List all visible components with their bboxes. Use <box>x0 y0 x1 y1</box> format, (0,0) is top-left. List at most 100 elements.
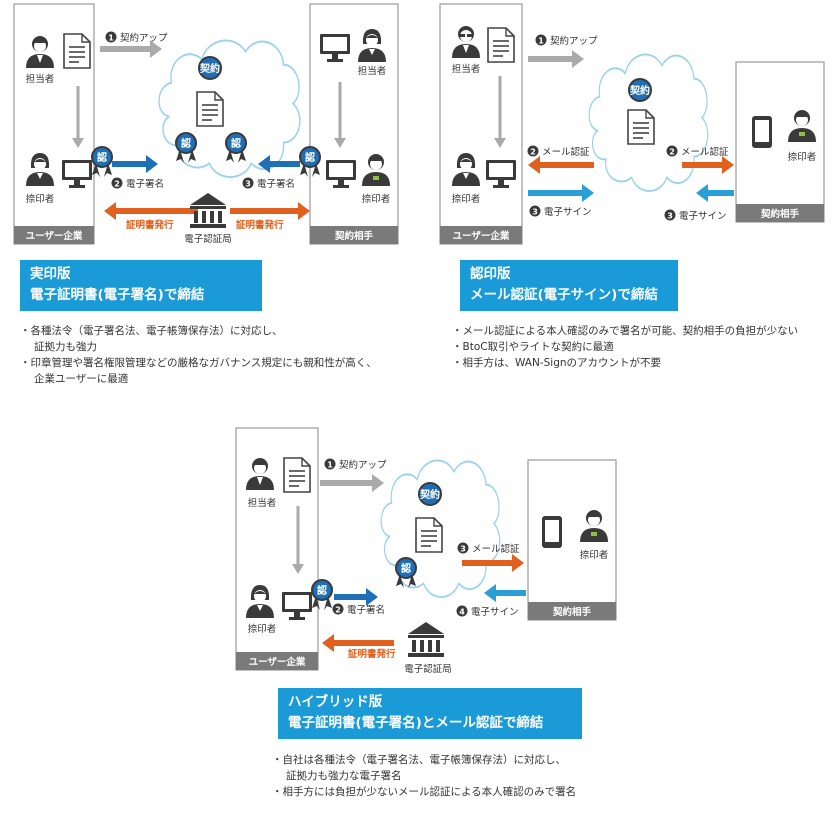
cert-right-label: 証明書発行 <box>236 219 284 231</box>
seal-badge-text: 認 <box>401 562 411 575</box>
seal-badge-left-text: 認 <box>181 137 191 150</box>
step4-label: 電子サイン <box>471 607 519 618</box>
banner-jitsuin-subtitle: 電子証明書(電子署名)で締結 <box>30 287 205 303</box>
natsuin-label: 捺印者 <box>452 193 481 205</box>
step3-num: 3 <box>245 180 251 189</box>
ca-label: 電子認証局 <box>184 233 232 245</box>
email-arrow-right <box>722 156 734 174</box>
step1-arrow <box>372 474 384 492</box>
bullet-item: 印章管理や署名権限管理などの厳格なガバナンス規定にも親和性が高く、 企業ユーザー… <box>20 355 420 387</box>
panel-ninin: ユーザー企業 契約相手 担当者 捺印者 捺印者 契約 1 契約アップ 2 メール… <box>439 3 825 245</box>
ca-label: 電子認証局 <box>404 663 452 675</box>
step3-label: メール認証 <box>472 543 520 555</box>
step2-arrow <box>366 588 378 606</box>
step1-num: 1 <box>327 461 333 470</box>
cert-left-label: 証明書発行 <box>126 219 174 231</box>
step2-left-label: メール認証 <box>542 146 590 158</box>
step2-label: 電子署名 <box>126 178 164 190</box>
banner-jitsuin-title: 実印版 <box>30 266 71 282</box>
step2-label: 電子署名 <box>347 604 385 616</box>
document-icon <box>487 27 515 63</box>
email-arrow <box>512 554 524 572</box>
step3-right-num: 3 <box>667 212 673 221</box>
banner-hybrid-subtitle: 電子証明書(電子署名)とメール認証で締結 <box>288 715 544 731</box>
document-icon <box>283 457 311 493</box>
step1-num: 1 <box>108 34 114 43</box>
arrow-down <box>494 138 506 148</box>
bullet-item: 自社は各種法令（電子署名法、電子帳簿保存法）に対応し、 証拠力も強力な電子署名 <box>272 752 692 784</box>
cloud-document-icon <box>196 91 224 127</box>
natsuin-label: 捺印者 <box>248 623 277 635</box>
step2-right-label: メール認証 <box>681 146 729 158</box>
step2-right-num: 2 <box>669 148 675 157</box>
seal-badge-step2-text: 認 <box>317 584 327 597</box>
step3-num: 3 <box>460 545 466 554</box>
step1-arrow <box>150 40 162 58</box>
step1-label: 契約アップ <box>339 459 387 471</box>
cert-label: 証明書発行 <box>348 648 396 660</box>
bullet-item: 相手方は、WAN-Signのアカウントが不要 <box>452 355 836 371</box>
step4-num: 4 <box>459 608 465 617</box>
natsuin-label: 捺印者 <box>26 193 55 205</box>
tantou-label: 担当者 <box>452 63 481 75</box>
step1-label: 契約アップ <box>120 32 168 44</box>
step2-left-num: 2 <box>530 148 536 157</box>
bullets-ninin: メール認証による本人確認のみで署名が可能、契約相手の負担が少ない BtoC取引や… <box>452 323 836 371</box>
step2-num: 2 <box>114 180 120 189</box>
smartphone-icon <box>752 116 772 148</box>
natsuin-right-label: 捺印者 <box>580 549 609 561</box>
document-icon <box>63 33 91 69</box>
smartphone-icon <box>542 516 562 548</box>
step3-left-label: 電子サイン <box>544 207 592 218</box>
bullet-item: 各種法令（電子署名法、電子帳簿保存法）に対応し、 証拠力も強力 <box>20 323 420 355</box>
panel-hybrid: ユーザー企業 契約相手 担当者 捺印者 捺印者 契約 認 1 契約アップ 認 2… <box>235 427 617 675</box>
step3-left-num: 3 <box>532 208 538 217</box>
seal-badge-step3-text: 認 <box>305 151 315 164</box>
seal-badge-step2-text: 認 <box>97 151 107 164</box>
tantou-right-label: 担当者 <box>358 65 387 77</box>
natsuin-right-label: 捺印者 <box>362 193 391 205</box>
contract-party-label: 契約相手 <box>552 606 592 618</box>
arrow-down <box>292 564 304 574</box>
step1-arrow <box>572 50 584 68</box>
contract-badge: 契約 <box>630 84 650 97</box>
user-company-label: ユーザー企業 <box>249 656 306 668</box>
tantou-label: 担当者 <box>26 73 55 85</box>
step2-arrow <box>146 155 158 173</box>
step1-num: 1 <box>538 37 544 46</box>
step3-arrow <box>258 155 270 173</box>
banner-hybrid: ハイブリッド版 電子証明書(電子署名)とメール認証で締結 <box>278 688 582 739</box>
contract-party-box <box>735 61 825 223</box>
bullet-item: メール認証による本人確認のみで署名が可能、契約相手の負担が少ない <box>452 323 836 339</box>
email-arrow-left <box>528 156 540 174</box>
natsuin-right-label: 捺印者 <box>788 151 817 163</box>
step2-num: 2 <box>335 606 341 615</box>
banner-ninin-title: 認印版 <box>470 266 511 282</box>
bank-icon <box>408 622 444 657</box>
user-company-label: ユーザー企業 <box>26 230 83 242</box>
banner-ninin: 認印版 メール認証(電子サイン)で締結 <box>460 260 678 311</box>
bullet-item: 相手方には負担が少ないメール認証による本人確認のみで署名 <box>272 784 692 800</box>
bullet-item: BtoC取引やライトな契約に最適 <box>452 339 836 355</box>
esign-arrow <box>484 584 496 602</box>
step1-label: 契約アップ <box>550 35 598 47</box>
contract-party-label: 契約相手 <box>334 230 374 242</box>
panel-jitsuin: ユーザー企業 契約相手 担当者 捺印者 担当者 捺印者 契約 認 認 1 契約ア… <box>13 3 399 245</box>
banner-jitsuin: 実印版 電子証明書(電子署名)で締結 <box>20 260 262 311</box>
bullets-hybrid: 自社は各種法令（電子署名法、電子帳簿保存法）に対応し、 証拠力も強力な電子署名 … <box>272 752 692 800</box>
cloud-document-icon <box>415 517 443 553</box>
contract-party-label: 契約相手 <box>760 208 800 220</box>
step3-label: 電子署名 <box>257 178 295 190</box>
cloud-document-icon <box>627 109 655 145</box>
user-company-label: ユーザー企業 <box>453 230 510 242</box>
contract-badge: 契約 <box>420 488 440 501</box>
cert-arrow-right <box>298 202 310 220</box>
banner-ninin-subtitle: メール認証(電子サイン)で締結 <box>470 287 658 303</box>
bullets-jitsuin: 各種法令（電子署名法、電子帳簿保存法）に対応し、 証拠力も強力 印章管理や署名権… <box>20 323 420 387</box>
tantou-label: 担当者 <box>248 497 277 509</box>
step3-right-label: 電子サイン <box>679 211 727 222</box>
cert-arrow <box>322 634 334 652</box>
esign-arrow-left <box>582 184 594 202</box>
esign-arrow-right <box>696 184 708 202</box>
